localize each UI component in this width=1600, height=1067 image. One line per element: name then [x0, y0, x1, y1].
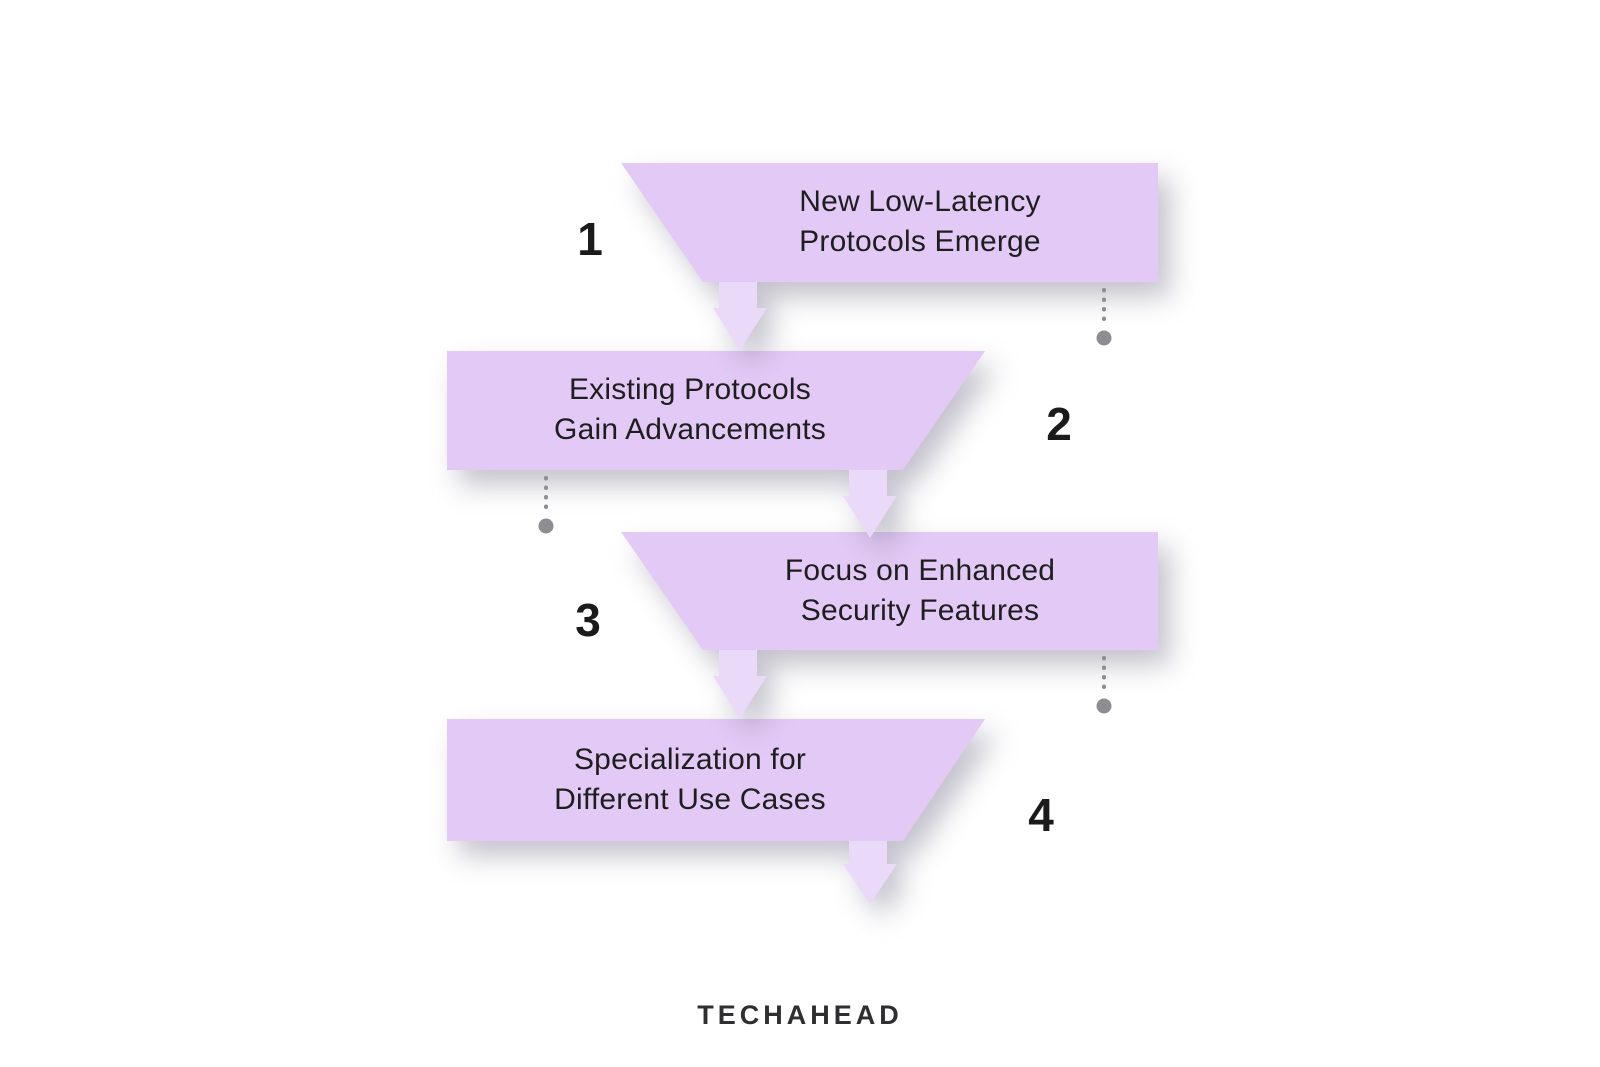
pin-dot-icon [538, 518, 554, 534]
step-4-label: Specialization for Different Use Cases [554, 743, 826, 816]
step-1-banner-ribbon [621, 163, 1158, 282]
step-1-pin-connector [1096, 288, 1112, 346]
step-1-label: New Low-Latency Protocols Emerge [799, 185, 1041, 258]
step-2-banner-ribbon [447, 351, 985, 470]
step-3-down-arrow-icon [713, 650, 767, 718]
step-4-banner-group [447, 719, 985, 904]
step-3-banner-ribbon [621, 532, 1158, 650]
step-3-number: 3 [575, 594, 601, 646]
step-1-banner-group [621, 163, 1158, 350]
step-3-label: Focus on Enhanced Security Features [784, 554, 1056, 627]
step-2-number: 2 [1046, 398, 1072, 450]
step-4-banner-ribbon [447, 719, 985, 841]
step-2-banner-group [447, 351, 985, 538]
step-1-number: 1 [577, 213, 603, 265]
step-4-down-arrow-icon [843, 841, 897, 904]
step-2-label: Existing Protocols Gain Advancements [554, 373, 826, 446]
pin-dot-icon [1096, 698, 1112, 714]
step-4-number: 4 [1028, 789, 1054, 841]
step-1-down-arrow-icon [713, 282, 767, 350]
pin-dot-icon [1096, 330, 1112, 346]
step-3-banner-group [621, 532, 1158, 718]
techahead-logo: TECHAHEAD [697, 1000, 903, 1030]
step-2-pin-connector [538, 476, 554, 534]
step-2-down-arrow-icon [843, 470, 897, 538]
step-3-pin-connector [1096, 656, 1112, 714]
